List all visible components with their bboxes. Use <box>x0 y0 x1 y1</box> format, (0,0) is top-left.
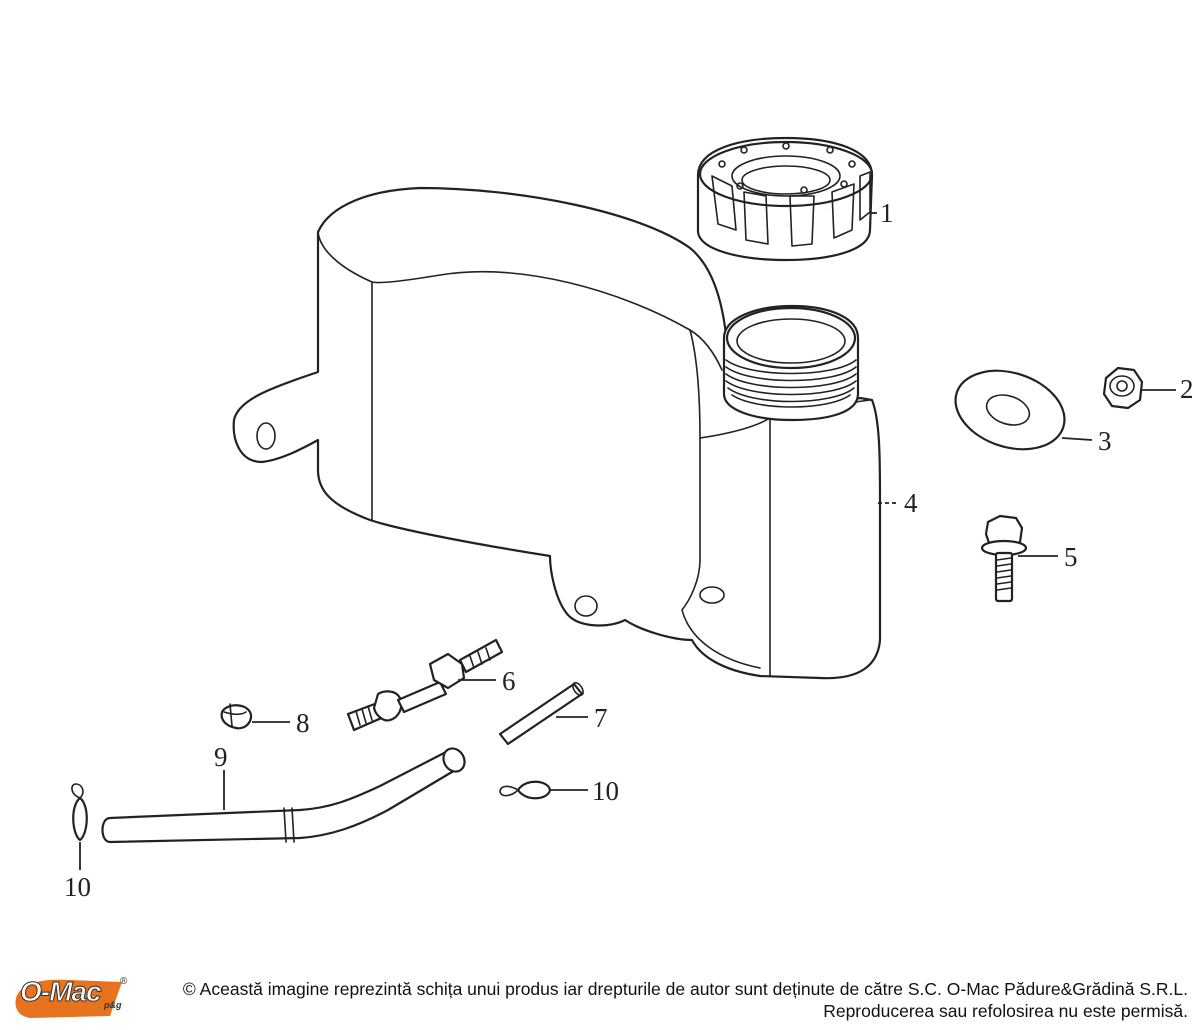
spring-clip-right <box>499 780 552 800</box>
washer <box>954 369 1066 451</box>
fuel-outlet-fitting <box>346 638 504 732</box>
callout-10-right: 10 <box>592 776 619 806</box>
cap-top-inner <box>731 155 841 197</box>
callout-7: 7 <box>594 703 608 733</box>
tank-mount-hole-right <box>699 586 725 604</box>
tank-mount-hole-left <box>256 422 276 450</box>
omac-logo-shape <box>15 979 122 1018</box>
tank-bottom-curve <box>681 437 761 669</box>
logo-registered-mark: ® <box>120 976 128 987</box>
logo-subtext: p&g <box>104 1000 122 1010</box>
callout-1: 1 <box>880 198 894 228</box>
logo-wordmark: O-Mac <box>20 976 103 1008</box>
callout-5: 5 <box>1064 542 1078 572</box>
cap-top-center <box>741 165 831 195</box>
cap-top-dots <box>718 142 856 194</box>
spring-clip-left <box>71 783 88 842</box>
copyright-line-1: © Această imagine reprezintă schița unui… <box>182 979 1188 999</box>
leader-lines <box>79 212 1176 870</box>
vent-tube <box>498 681 584 746</box>
tank-mount-hole-bottom <box>574 595 598 617</box>
fuel-cap <box>696 136 874 262</box>
omac-logo: O-Mac p&g ® <box>10 976 128 1020</box>
callout-10-left: 10 <box>64 872 91 902</box>
tank-top-edge <box>317 231 723 371</box>
tank-filler-opening <box>725 306 857 370</box>
footer: O-Mac p&g ® © Această imagine reprezintă… <box>0 970 1200 1030</box>
copyright-notice: © Această imagine reprezintă schița unui… <box>183 978 1188 1022</box>
callout-8: 8 <box>296 708 310 738</box>
flange-nut <box>1102 366 1144 410</box>
hose-clamp <box>220 703 253 730</box>
cap-top-rim <box>698 140 874 208</box>
tank-body-outline <box>232 186 882 680</box>
callout-2: 2 <box>1180 374 1194 404</box>
callout-numbers: 1 2 3 4 5 6 7 8 9 10 10 <box>64 198 1194 902</box>
tank-filler-threads <box>725 359 857 408</box>
callout-6: 6 <box>502 666 516 696</box>
exploded-parts-diagram: 1 2 3 4 5 6 7 8 9 10 10 <box>64 136 1194 902</box>
fuel-hose <box>101 747 466 844</box>
fuel-tank <box>232 186 882 680</box>
callout-3: 3 <box>1098 426 1112 456</box>
callout-4: 4 <box>904 488 918 518</box>
copyright-line-2: Reproducerea sau refolosirea nu este per… <box>823 1001 1188 1021</box>
flange-bolt <box>980 514 1028 603</box>
tank-filler-inner <box>736 318 846 364</box>
tank-side-ridge <box>689 329 701 439</box>
callout-9: 9 <box>214 742 228 772</box>
